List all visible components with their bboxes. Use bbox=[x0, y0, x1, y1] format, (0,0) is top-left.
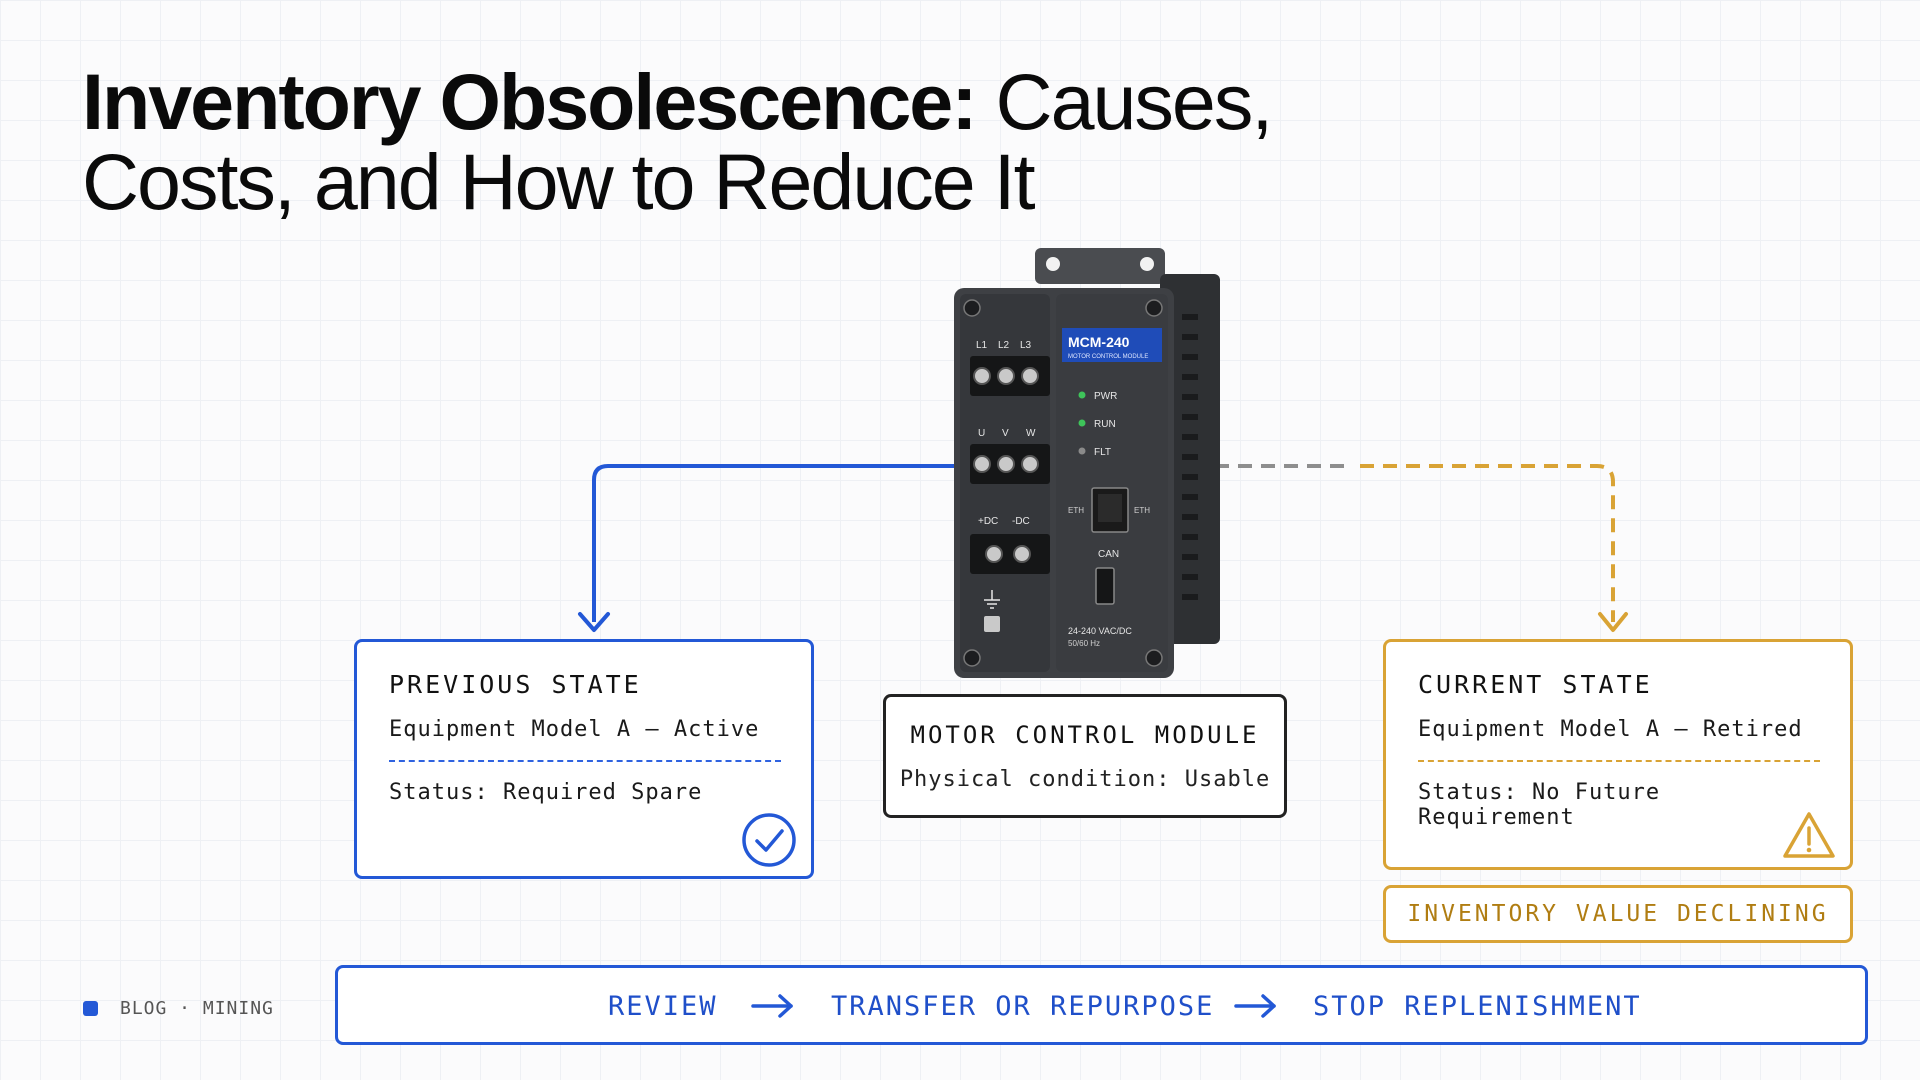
title-bold-part: Inventory Obsolescence: bbox=[82, 57, 978, 146]
led-pwr-label: PWR bbox=[1094, 391, 1117, 402]
ethernet-socket bbox=[1098, 494, 1122, 522]
title-line1-rest: Causes, bbox=[975, 57, 1274, 146]
action-steps-bar: REVIEW TRANSFER OR REPURPOSE STOP REPLEN… bbox=[335, 965, 1868, 1045]
terminal-labels-top: L1 L2 L3 bbox=[976, 340, 1032, 351]
terminal-screws-top bbox=[973, 367, 1039, 385]
badge-label: INVENTORY VALUE DECLINING bbox=[1407, 901, 1829, 927]
blog-category-tag: BLOG · MINING bbox=[83, 998, 274, 1019]
terminal-label-minus-dc: -DC bbox=[1012, 516, 1030, 527]
previous-state-equipment: Equipment Model A – Active bbox=[389, 717, 760, 742]
device-model: MCM-240 bbox=[1068, 334, 1130, 350]
terminal-block-dc bbox=[970, 534, 1050, 574]
warning-triangle-icon bbox=[1783, 812, 1835, 858]
model-label-plate bbox=[1062, 328, 1162, 362]
terminal-labels-mid: U V W bbox=[978, 428, 1036, 439]
terminal-label-u: U bbox=[978, 428, 985, 439]
led-run-label: RUN bbox=[1094, 419, 1116, 430]
connector-arrowhead-current bbox=[1598, 612, 1628, 632]
connector-arrowhead-previous bbox=[578, 612, 610, 632]
control-panel bbox=[1056, 294, 1168, 672]
terminal-label-l3: L3 bbox=[1020, 340, 1032, 351]
port-label-right: ETH bbox=[1134, 506, 1150, 515]
inventory-value-declining-badge: INVENTORY VALUE DECLINING bbox=[1383, 885, 1853, 943]
arrow-right-icon bbox=[751, 994, 793, 1018]
module-title: MOTOR CONTROL MODULE bbox=[910, 721, 1260, 749]
previous-state-card: PREVIOUS STATE Equipment Model A – Activ… bbox=[354, 639, 814, 879]
current-state-status: Status: No Future Requirement bbox=[1418, 780, 1661, 830]
current-state-divider bbox=[1418, 760, 1820, 762]
step-stop-replenishment: STOP REPLENISHMENT bbox=[1313, 991, 1642, 1022]
terminal-screws-dc bbox=[985, 545, 1031, 563]
blog-tag-label: BLOG · MINING bbox=[120, 998, 274, 1019]
device-subtitle: MOTOR CONTROL MODULE bbox=[1068, 354, 1148, 360]
terminal-labels-dc: +DC -DC bbox=[978, 516, 1030, 527]
module-card: MOTOR CONTROL MODULE Physical condition:… bbox=[883, 694, 1287, 818]
mount-hole-right bbox=[1140, 257, 1154, 271]
motor-control-module-image: MCM-240 MOTOR CONTROL MODULE L1 L2 L3 U … bbox=[954, 248, 1220, 678]
page-title: Inventory Obsolescence: Causes, Costs, a… bbox=[82, 62, 1282, 222]
terminal-label-l1: L1 bbox=[976, 340, 988, 351]
blog-tag-square-icon bbox=[83, 1001, 98, 1016]
led-labels: PWR RUN FLT bbox=[1094, 391, 1117, 458]
current-state-equipment: Equipment Model A – Retired bbox=[1418, 717, 1803, 742]
terminal-label-w: W bbox=[1026, 428, 1036, 439]
heatsink-fins bbox=[1182, 314, 1198, 600]
rating-line2: 50/60 Hz bbox=[1068, 639, 1100, 648]
previous-state-status: Status: Required Spare bbox=[389, 780, 703, 805]
terminal-label-l2: L2 bbox=[998, 340, 1010, 351]
led-run-indicator bbox=[1078, 419, 1086, 427]
check-circle-icon bbox=[742, 813, 796, 867]
led-pwr-indicator bbox=[1078, 391, 1086, 399]
corner-screws bbox=[963, 299, 1163, 667]
terminal-label-plus-dc: +DC bbox=[978, 516, 998, 527]
ground-symbol-icon bbox=[984, 590, 1000, 609]
led-flt-indicator bbox=[1078, 447, 1086, 455]
module-condition: Physical condition: Usable bbox=[899, 767, 1271, 792]
step-transfer-or-repurpose: TRANSFER OR REPURPOSE bbox=[831, 991, 1215, 1022]
can-port bbox=[1095, 567, 1115, 605]
ground-screw bbox=[984, 616, 1000, 632]
terminal-screws-mid bbox=[973, 455, 1039, 473]
arrow-right-icon bbox=[1234, 994, 1276, 1018]
port-label-left: ETH bbox=[1068, 506, 1084, 515]
current-state-title: CURRENT STATE bbox=[1418, 670, 1653, 699]
connector-to-previous-state bbox=[592, 464, 958, 622]
current-state-card: CURRENT STATE Equipment Model A – Retire… bbox=[1383, 639, 1853, 870]
title-line2: Costs, and How to Reduce It bbox=[82, 137, 1036, 226]
mount-hole-left bbox=[1046, 257, 1060, 271]
previous-state-divider bbox=[389, 760, 781, 762]
rating-line1: 24-240 VAC/DC bbox=[1068, 626, 1132, 636]
step-review: REVIEW bbox=[608, 991, 718, 1022]
can-label: CAN bbox=[1098, 549, 1119, 560]
previous-state-title: PREVIOUS STATE bbox=[389, 670, 642, 699]
terminal-label-v: V bbox=[1002, 428, 1009, 439]
connector-to-current-state bbox=[1360, 464, 1615, 622]
led-flt-label: FLT bbox=[1094, 447, 1111, 458]
mounting-bracket bbox=[1035, 248, 1165, 284]
